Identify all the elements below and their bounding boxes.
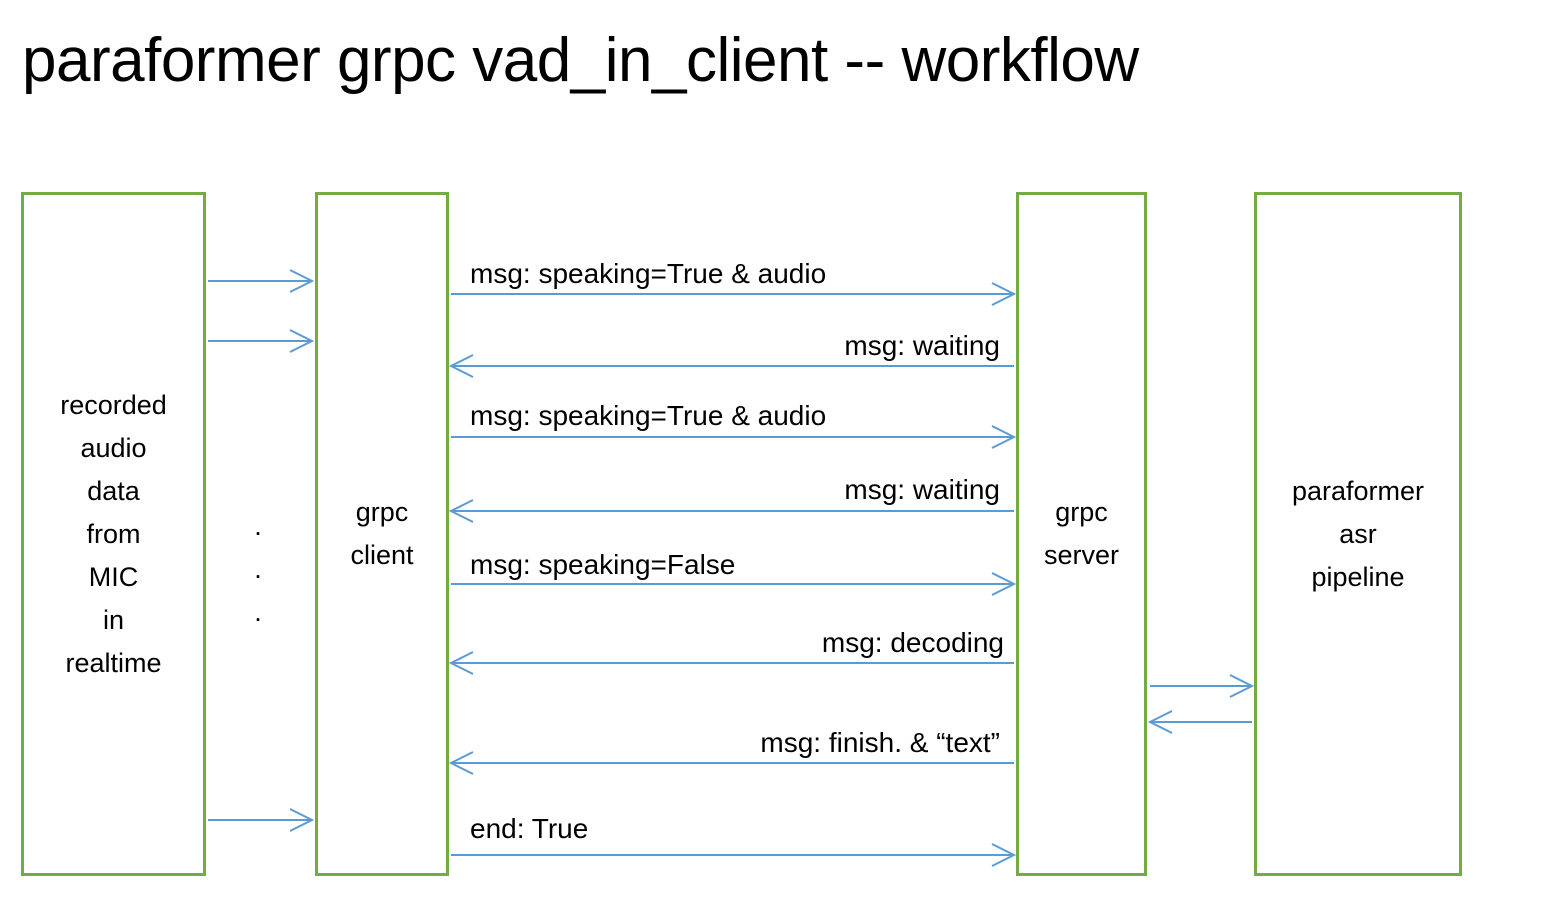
page-title: paraformer grpc vad_in_client -- workflo… <box>22 26 1139 95</box>
arrow-server-to-pipeline-2 <box>1147 710 1252 734</box>
arrow-mic-to-client-3 <box>208 808 315 832</box>
arrow-msg-end-true <box>451 843 1017 867</box>
node-box-server: grpc server <box>1016 192 1147 876</box>
message-label-msg-finish-text: msg: finish. & “text” <box>760 727 1000 758</box>
node-label-pipeline: paraformer asr pipeline <box>1291 475 1425 592</box>
node-box-mic: recorded audio data from MIC in realtime <box>21 192 206 876</box>
node-label-mic: recorded audio data from MIC in realtime <box>60 389 167 678</box>
node-box-client: grpc client <box>315 192 449 876</box>
node-label-client: grpc client <box>350 497 414 570</box>
message-label-msg-speaking-true-audio-1: msg: speaking=True & audio <box>470 258 827 289</box>
message-label-msg-waiting-2: msg: waiting <box>844 474 1000 505</box>
message-label-msg-end-true: end: True <box>470 813 589 844</box>
vertical-ellipsis: . . . <box>254 511 262 627</box>
message-label-msg-speaking-false: msg: speaking=False <box>470 549 736 580</box>
arrow-mic-to-client-1 <box>208 269 315 293</box>
message-label-msg-speaking-true-audio-2: msg: speaking=True & audio <box>470 400 827 431</box>
message-label-msg-waiting-1: msg: waiting <box>844 330 1000 361</box>
message-label-msg-decoding: msg: decoding <box>821 627 1004 658</box>
node-label-server: grpc server <box>1043 497 1119 570</box>
arrow-server-to-pipeline-1 <box>1150 674 1255 698</box>
node-box-pipeline: paraformer asr pipeline <box>1254 192 1462 876</box>
